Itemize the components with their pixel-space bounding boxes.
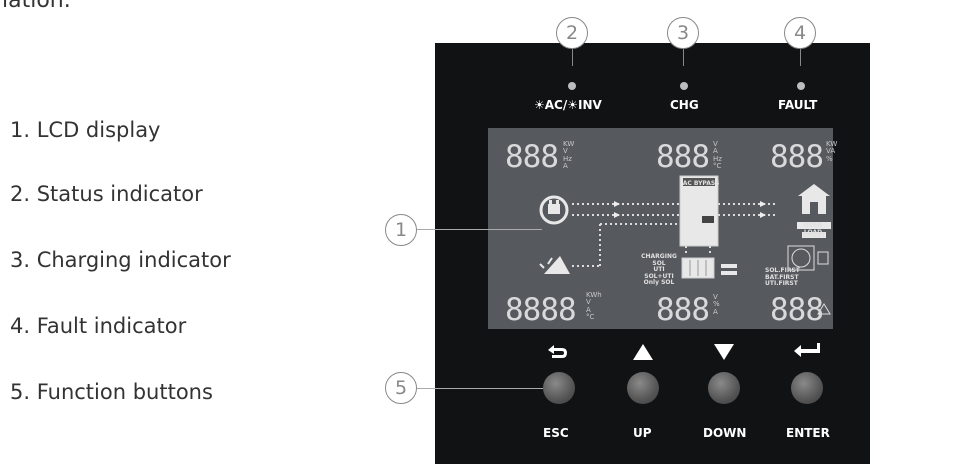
up-button[interactable] xyxy=(627,372,659,404)
status-indicator-label: ☀AC/☀INV xyxy=(534,98,602,112)
battery-icon xyxy=(681,257,715,279)
callout-4-line xyxy=(800,48,801,66)
house-load-icon xyxy=(798,184,830,214)
legend-item-buttons: 5. Function buttons xyxy=(10,380,213,404)
enter-arrow-icon xyxy=(794,343,820,357)
lcd-short-label: SHORT xyxy=(802,232,826,239)
callout-3: 3 xyxy=(667,17,699,49)
callout-1: 1 xyxy=(385,214,417,246)
callout-1-line xyxy=(417,229,542,230)
up-triangle-icon xyxy=(633,344,653,360)
charging-led xyxy=(680,82,688,90)
status-led xyxy=(568,82,576,90)
callout-2: 2 xyxy=(556,17,588,49)
callout-3-line xyxy=(683,48,684,66)
lcd-top-right-digits: 888 xyxy=(770,139,824,175)
up-label: UP xyxy=(633,426,652,440)
legend-item-charging: 3. Charging indicator xyxy=(10,248,231,272)
solar-panel-icon xyxy=(539,256,570,274)
enter-label: ENTER xyxy=(786,426,830,440)
lcd-bottom-right-digits: 888 xyxy=(770,292,824,328)
esc-label: ESC xyxy=(543,426,569,440)
header-text-fragment: lation. xyxy=(2,0,71,13)
charging-indicator-label: CHG xyxy=(670,98,699,112)
lcd-bypass-label: AC BYPASS xyxy=(682,180,720,187)
return-arrow-icon xyxy=(548,345,567,358)
legend-item-status: 2. Status indicator xyxy=(10,182,203,206)
down-button[interactable] xyxy=(708,372,740,404)
lcd-top-mid-digits: 888 xyxy=(656,139,710,175)
callout-5: 5 xyxy=(385,372,417,404)
down-label: DOWN xyxy=(703,426,747,440)
enter-button[interactable] xyxy=(791,372,823,404)
callout-5-line xyxy=(417,388,543,389)
esc-button[interactable] xyxy=(543,372,575,404)
legend-item-lcd: 1. LCD display xyxy=(10,118,161,142)
lcd-top-left-digits: 888 xyxy=(505,139,559,175)
fault-indicator-label: FAULT xyxy=(778,98,818,112)
lcd-overload-label: OVER LOAD xyxy=(803,222,823,236)
grid-plug-icon xyxy=(539,195,569,225)
lcd-bottom-mid-digits: 888 xyxy=(656,292,710,328)
down-triangle-icon xyxy=(714,344,734,360)
legend-item-fault: 4. Fault indicator xyxy=(10,314,187,338)
lcd-bottom-mid-units: V% A xyxy=(713,293,720,316)
callout-4: 4 xyxy=(784,17,816,49)
callout-2-line xyxy=(572,48,573,66)
fault-led xyxy=(797,82,805,90)
lcd-flow-diagram xyxy=(539,175,831,315)
lcd-display xyxy=(488,128,833,329)
lcd-bottom-left-digits: 8888 xyxy=(505,292,577,328)
